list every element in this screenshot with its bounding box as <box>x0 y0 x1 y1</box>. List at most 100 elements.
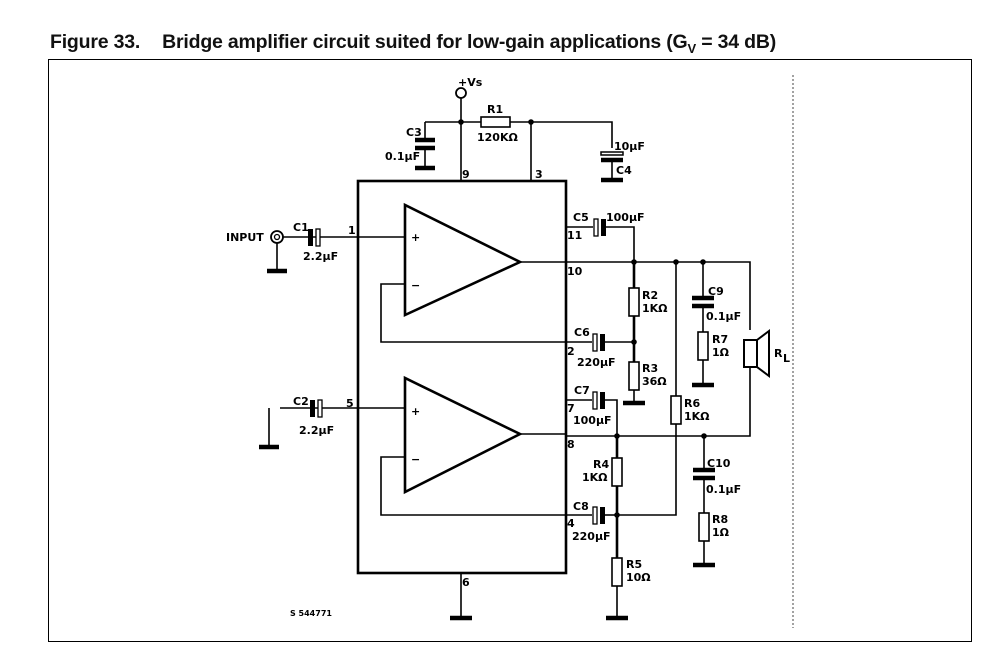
input-label: INPUT <box>226 231 264 244</box>
c6-value: 220µF <box>577 356 616 369</box>
r7-ref: R7 <box>712 333 728 346</box>
resistor-r2 <box>628 287 640 317</box>
capacitor-c5-plate <box>593 218 599 237</box>
capacitor-c7-plate <box>592 391 598 410</box>
r4-ref: R4 <box>593 458 609 471</box>
c7-ref: C7 <box>574 384 590 397</box>
r3-value: 36Ω <box>642 375 667 388</box>
resistor-r7 <box>697 331 709 361</box>
capacitor-c6-plate <box>592 333 598 352</box>
capacitor-c1-plate <box>308 229 313 246</box>
r6-value: 1KΩ <box>684 410 710 423</box>
capacitor-c8-plate <box>600 507 605 524</box>
c5-ref: C5 <box>573 211 589 224</box>
drawing-code: S 544771 <box>290 609 332 618</box>
wire-c5 <box>606 226 635 262</box>
op-amp-upper-minus: − <box>411 279 420 292</box>
resistor-r5 <box>611 557 623 587</box>
rl-sub: L <box>783 352 790 365</box>
pin-3-label: 3 <box>535 168 543 181</box>
supply-label: +Vs <box>458 76 483 89</box>
resistor-r3 <box>628 361 640 391</box>
c9-ref: C9 <box>708 285 724 298</box>
c1-ref: C1 <box>293 221 309 234</box>
resistor-r6 <box>670 395 682 425</box>
op-amp-lower: + − <box>403 375 523 495</box>
figure-number: Figure 33. <box>50 31 141 53</box>
r5-ref: R5 <box>626 558 642 571</box>
c9-value: 0.1µF <box>706 310 741 323</box>
r4-value: 1KΩ <box>582 471 608 484</box>
pin-9-label: 9 <box>462 168 470 181</box>
r7-value: 1Ω <box>712 346 730 359</box>
c2-ref: C2 <box>293 395 309 408</box>
pin-1-label: 1 <box>348 224 356 237</box>
op-amp-upper: + − <box>403 202 524 318</box>
r6-ref: R6 <box>684 397 700 410</box>
c2-value: 2.2µF <box>299 424 334 437</box>
ic-body <box>356 179 568 575</box>
figure-title-subscript: V <box>687 40 697 56</box>
r2-ref: R2 <box>642 289 658 302</box>
op-amp-lower-plus: + <box>411 405 420 418</box>
wire-c7 <box>605 399 618 436</box>
op-amp-upper-plus: + <box>411 231 420 244</box>
supply-terminal-icon <box>455 87 467 99</box>
figure-title: Bridge amplifier circuit suited for low-… <box>162 31 688 53</box>
pin-4-label: 4 <box>567 517 575 530</box>
pin-10-label: 10 <box>567 265 583 278</box>
c5-value: 100µF <box>606 211 645 224</box>
junction-dot <box>458 119 464 125</box>
speaker-icon <box>743 329 770 378</box>
capacitor-c6-plate <box>600 334 605 351</box>
capacitor-c8-plate <box>592 506 598 525</box>
r2-value: 1KΩ <box>642 302 668 315</box>
pin-7-label: 7 <box>567 402 575 415</box>
wire-out8 <box>566 367 751 437</box>
pin-6-label: 6 <box>462 576 470 589</box>
c4-value: 10µF <box>614 140 645 153</box>
resistor-r1 <box>480 116 511 128</box>
rl-ref: R <box>774 347 783 360</box>
capacitor-c2-plate <box>317 399 323 418</box>
r1-ref: R1 <box>487 103 503 116</box>
c7-value: 100µF <box>573 414 612 427</box>
pin-11-label: 11 <box>567 229 582 242</box>
junction-dot <box>528 119 534 125</box>
wire-feedback-lower <box>380 456 566 516</box>
r8-value: 1Ω <box>712 526 730 539</box>
c6-ref: C6 <box>574 326 590 339</box>
r1-value: 120KΩ <box>477 131 518 144</box>
input-jack-icon <box>273 233 281 241</box>
resistor-r8 <box>698 512 710 542</box>
wire-top-right <box>510 121 613 148</box>
r8-ref: R8 <box>712 513 728 526</box>
c8-value: 220µF <box>572 530 611 543</box>
capacitor-c1-plate <box>315 228 321 247</box>
c8-ref: C8 <box>573 500 589 513</box>
wire-r6 <box>617 424 677 516</box>
c3-ref: C3 <box>406 126 422 139</box>
pin-5-label: 5 <box>346 397 354 410</box>
pin-8-label: 8 <box>567 438 575 451</box>
capacitor-c7-plate <box>600 392 605 409</box>
r3-ref: R3 <box>642 362 658 375</box>
wire-feedback-upper <box>380 283 566 343</box>
pin-2-label: 2 <box>567 345 575 358</box>
capacitor-c5-plate <box>601 219 606 236</box>
capacitor-c2-plate <box>310 400 315 417</box>
c3-value: 0.1µF <box>385 150 420 163</box>
figure-title-end: = 34 dB) <box>696 31 777 53</box>
resistor-r4 <box>611 457 623 487</box>
wire-out10 <box>566 261 751 330</box>
figure-caption: Figure 33. Bridge amplifier circuit suite… <box>50 31 776 56</box>
c1-value: 2.2µF <box>303 250 338 263</box>
c10-value: 0.1µF <box>706 483 741 496</box>
figure-frame <box>48 59 972 642</box>
r5-value: 10Ω <box>626 571 651 584</box>
op-amp-lower-minus: − <box>411 453 420 466</box>
c4-ref: C4 <box>616 164 632 177</box>
c10-ref: C10 <box>707 457 731 470</box>
capacitor-c4-plate <box>600 151 624 156</box>
